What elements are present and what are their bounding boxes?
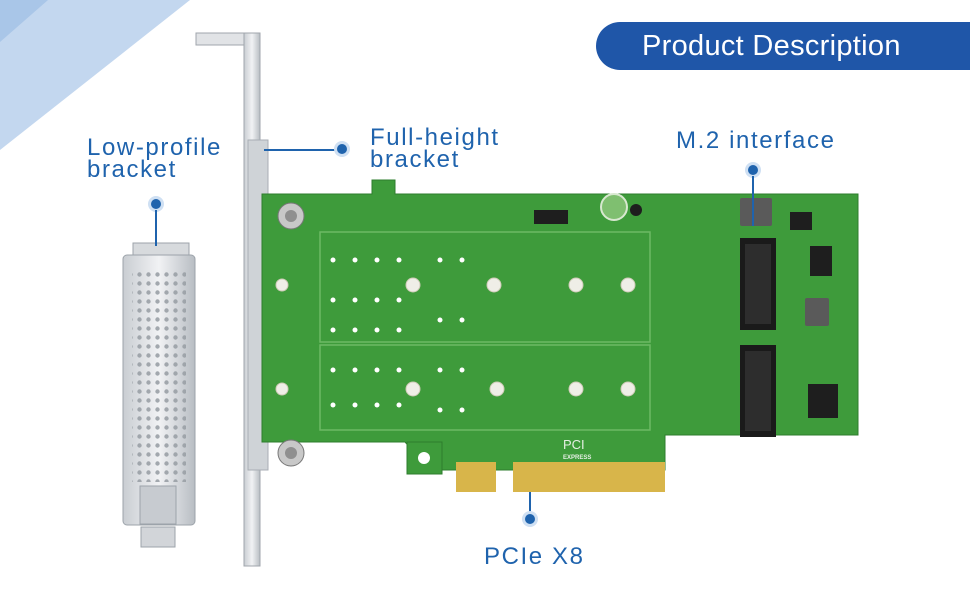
full-height-bracket <box>195 32 269 567</box>
express-logo: EXPRESS <box>563 455 591 461</box>
m2-interface-leader <box>752 176 754 226</box>
m2-interface-dot <box>748 165 758 175</box>
low-profile-dot <box>151 199 161 209</box>
low-profile-leader <box>155 210 157 246</box>
m2-interface-label: M.2 interface <box>676 127 836 154</box>
pcb-board <box>261 179 859 492</box>
full-height-label: Full-height bracket <box>370 124 500 173</box>
pcie-leader <box>529 492 531 518</box>
full-height-leader <box>264 149 336 151</box>
low-profile-label: Low-profile bracket <box>87 134 222 183</box>
corner-decoration <box>0 0 190 150</box>
page-title: Product Description <box>596 22 970 70</box>
pcie-dot <box>525 514 535 524</box>
pcie-label: PCIe X8 <box>484 543 585 570</box>
pci-logo: PCI <box>563 437 585 452</box>
full-height-dot <box>337 144 347 154</box>
low-profile-bracket <box>122 242 196 548</box>
